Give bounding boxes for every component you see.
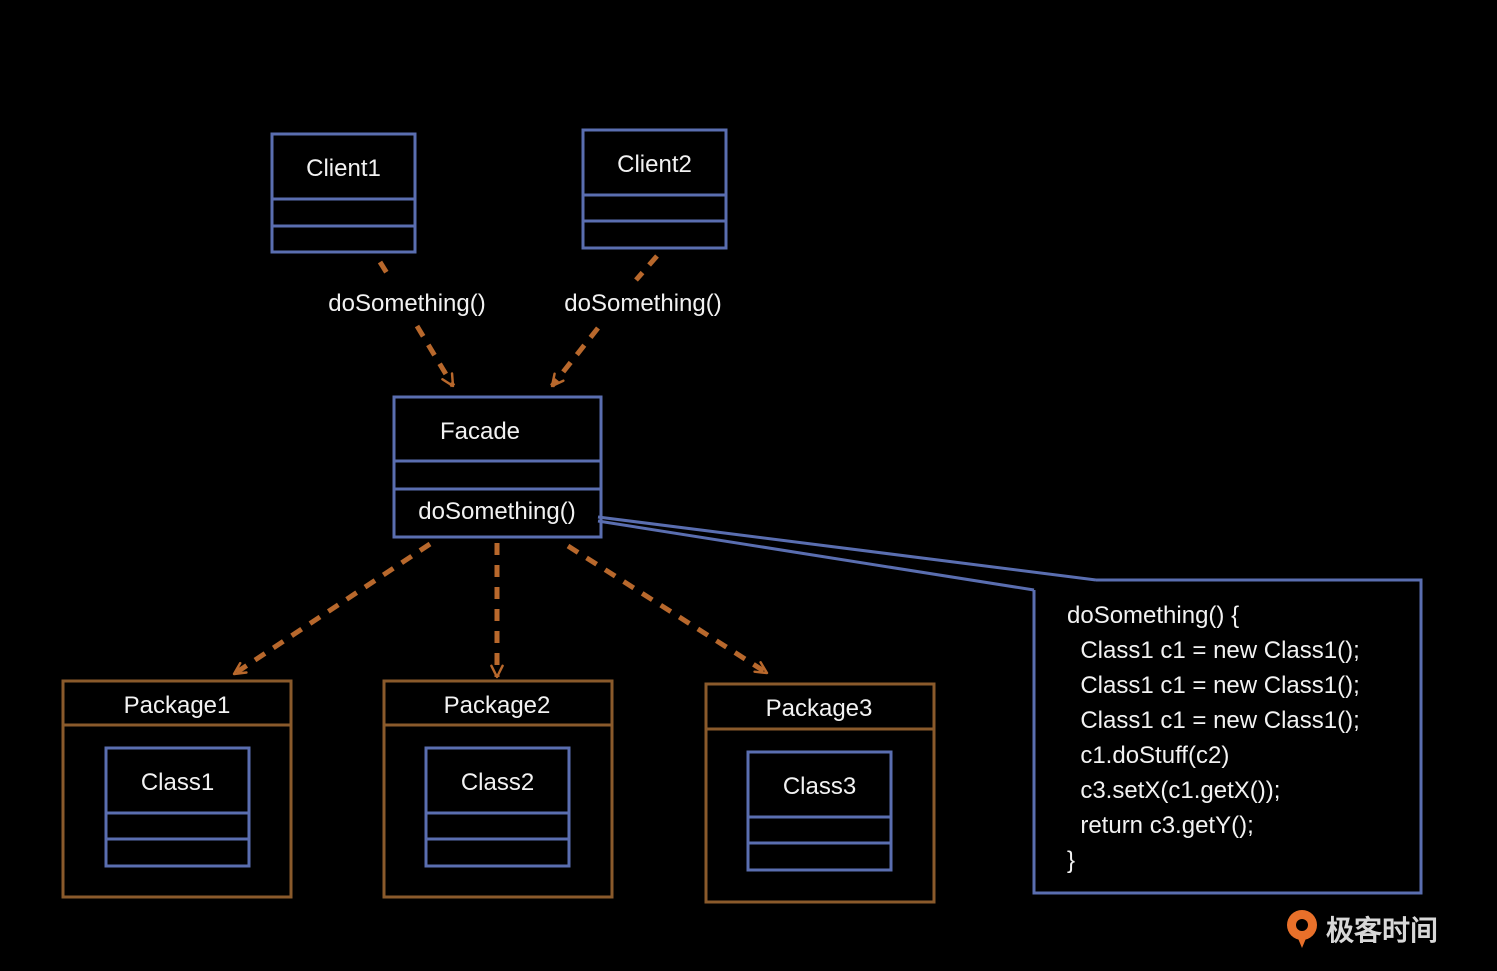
geektime-logo: 极客时间 [1287, 910, 1438, 948]
code-line: } [1067, 847, 1075, 874]
facade-name: Facade [440, 418, 520, 445]
client1-call-label: doSomething() [328, 290, 485, 317]
code-note: doSomething() { Class1 c1 = new Class1()… [1032, 578, 1423, 895]
class2-box: Class2 [424, 746, 571, 868]
code-line: return c3.getY(); [1067, 812, 1254, 839]
package2-box: Package2 Class2 [382, 679, 614, 899]
facade-class-box: Facade doSomething() [392, 395, 603, 539]
code-line: c3.setX(c1.getX()); [1067, 777, 1280, 804]
class2-name: Class2 [461, 769, 534, 796]
class1-box: Class1 [104, 746, 251, 868]
code-note-connector [597, 515, 1097, 592]
package2-name: Package2 [444, 692, 551, 719]
package3-name: Package3 [766, 695, 873, 722]
class1-name: Class1 [141, 769, 214, 796]
logo-text: 极客时间 [1326, 914, 1438, 947]
code-line: Class1 c1 = new Class1(); [1067, 637, 1360, 664]
client1-name: Client1 [306, 155, 381, 182]
code-line: c1.doStuff(c2) [1067, 742, 1229, 769]
facade-to-package3-arrow [566, 543, 769, 676]
client1-to-facade-arrow [377, 260, 456, 388]
geektime-logo-icon [1287, 910, 1317, 948]
client2-class-box: Client2 [581, 128, 728, 250]
facade-to-package1-arrow [232, 541, 432, 677]
code-line: doSomething() { [1067, 602, 1239, 629]
class3-box: Class3 [746, 750, 893, 872]
client1-class-box: Client1 [270, 132, 417, 254]
package3-box: Package3 Class3 [704, 682, 936, 904]
code-line: Class1 c1 = new Class1(); [1067, 707, 1360, 734]
package1-box: Package1 Class1 [61, 679, 293, 899]
package1-name: Package1 [124, 692, 231, 719]
client2-call-label: doSomething() [564, 290, 721, 317]
client2-to-facade-arrow [550, 254, 659, 388]
code-line: Class1 c1 = new Class1(); [1067, 672, 1360, 699]
client2-name: Client2 [617, 151, 692, 178]
class3-name: Class3 [783, 773, 856, 800]
facade-method: doSomething() [418, 498, 575, 525]
